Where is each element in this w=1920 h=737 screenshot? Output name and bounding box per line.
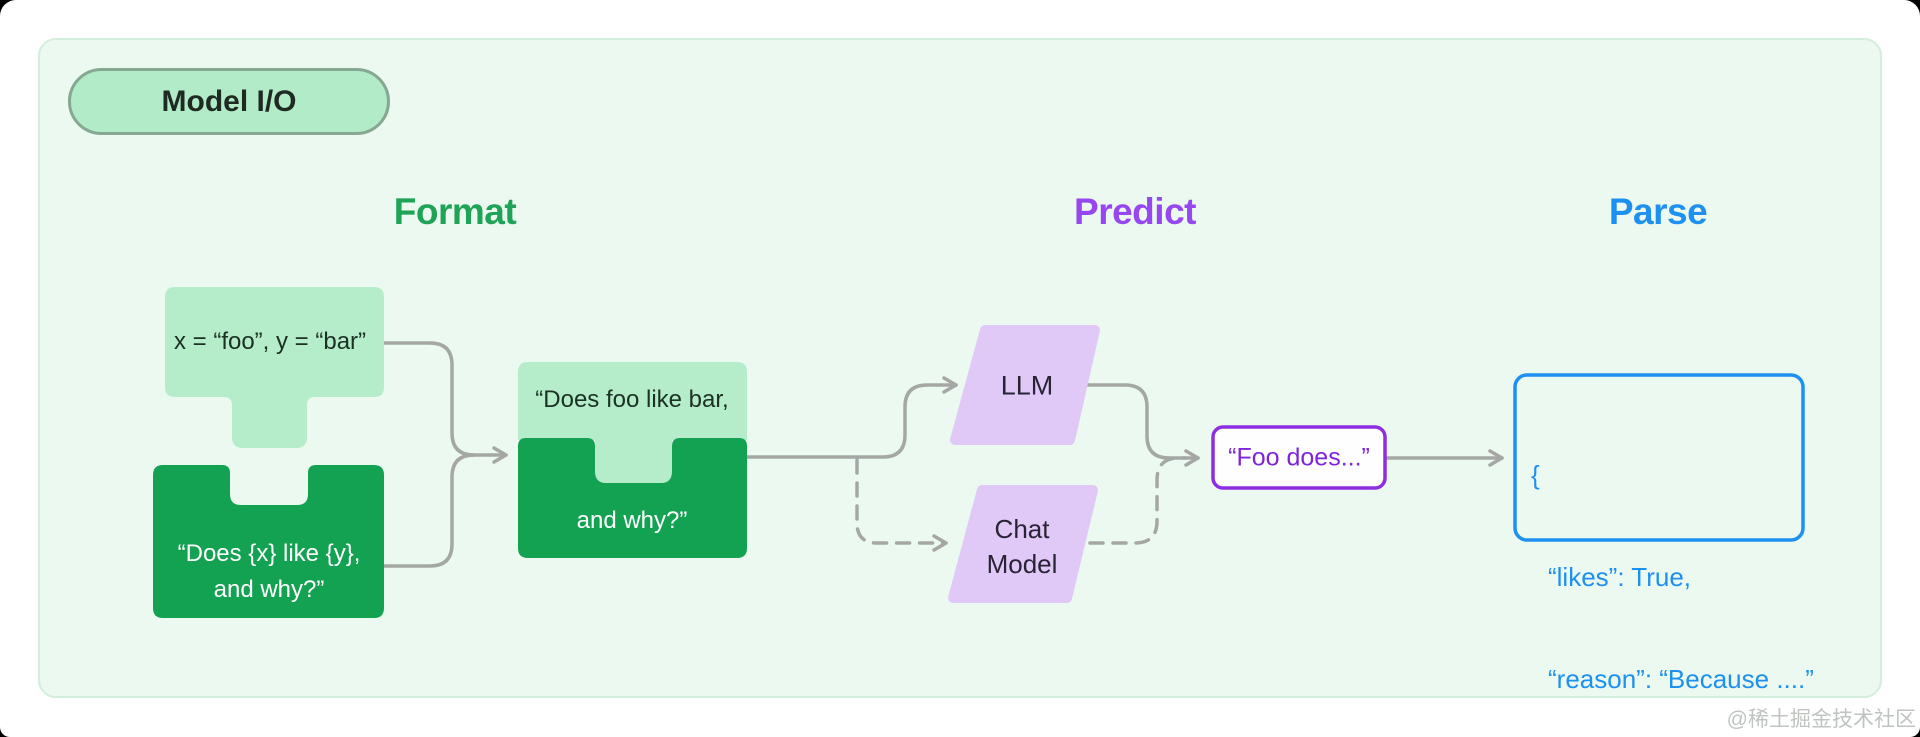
formatted-prompt-line1: “Does foo like bar, [535, 386, 729, 413]
connector-template-to-prompt [382, 453, 476, 568]
watermark: @稀土掘金技术社区 [1726, 708, 1916, 731]
connector-prompt-to-llm [745, 376, 958, 459]
chat-model-label: Chat Model [987, 512, 1058, 582]
parse-line-likes: “likes”: True, [1548, 562, 1692, 592]
input-values-label: x = “foo”, y = “bar” [173, 328, 367, 355]
prompt-template-block [153, 465, 384, 618]
parsed-output-box [1513, 373, 1805, 542]
formatted-prompt-line2: and why?” [576, 507, 688, 534]
connector-prompt-to-chat-model [855, 458, 948, 552]
heading-format: Format [393, 191, 517, 232]
connector-chat-model-to-output [1088, 456, 1188, 545]
chat-model-line2: Model [986, 549, 1058, 579]
formatted-prompt-bottom-block [518, 438, 747, 558]
parsed-json-text: { “likes”: True, “reason”: “Because ....… [1531, 390, 1814, 737]
parse-line-open-brace: { [1531, 460, 1540, 490]
prompt-template-label: “Does {x} like {y}, and why?” [178, 536, 361, 608]
heading-predict: Predict [1074, 191, 1196, 232]
connector-input-to-prompt [382, 341, 508, 464]
model-io-pill [68, 68, 390, 135]
input-values-block [165, 287, 384, 448]
llm-parallelogram [950, 325, 1100, 445]
formatted-prompt-top-block [518, 362, 747, 483]
prompt-template-line2: and why?” [213, 576, 325, 603]
parse-line-reason: “reason”: “Because ....” [1548, 664, 1814, 694]
chat-model-line1: Chat [994, 514, 1050, 544]
model-io-title: Model I/O [161, 85, 297, 118]
model-output-box [1211, 425, 1387, 490]
chat-model-parallelogram [948, 485, 1098, 603]
llm-label: LLM [1000, 370, 1054, 401]
prompt-template-line1: “Does {x} like {y}, [177, 540, 361, 567]
connector-llm-to-output [1083, 383, 1200, 467]
heading-parse: Parse [1608, 191, 1708, 232]
model-output-label: “Foo does...” [1228, 443, 1370, 472]
